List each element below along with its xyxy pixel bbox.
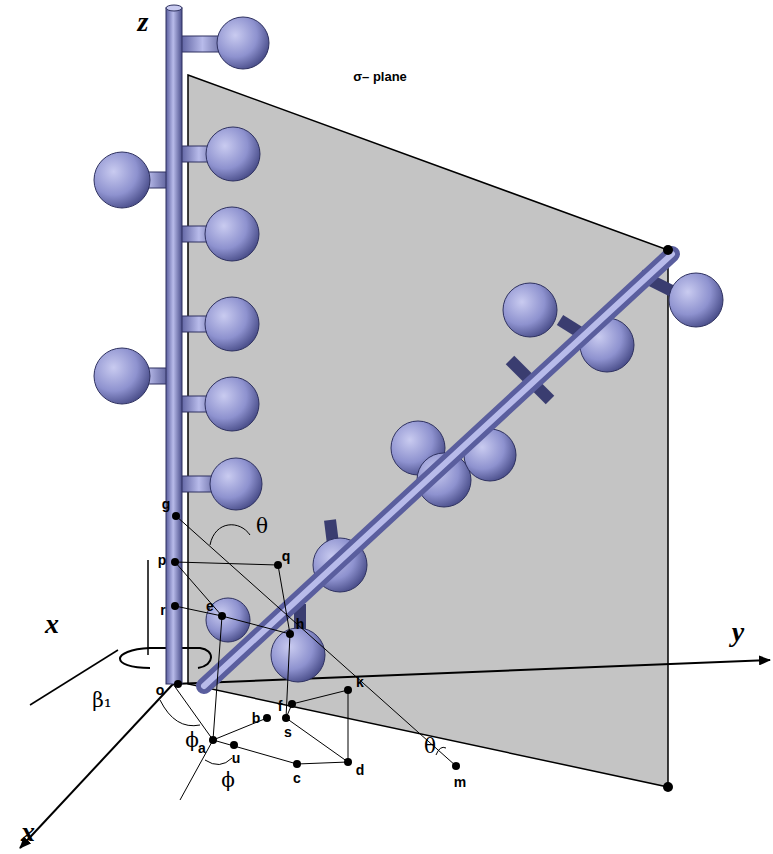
point-label: o bbox=[156, 683, 165, 697]
angle-label: θ bbox=[424, 736, 436, 756]
axis-label: x bbox=[21, 818, 35, 846]
point-label: q bbox=[282, 549, 291, 563]
angle-label: ϕ bbox=[221, 770, 235, 790]
construction-lines bbox=[160, 516, 456, 800]
x-axis bbox=[20, 684, 173, 848]
point-label: h bbox=[296, 617, 305, 631]
point-label: s bbox=[284, 725, 292, 739]
point-label: f bbox=[278, 699, 283, 713]
point-label: k bbox=[356, 675, 364, 689]
axis-label: x bbox=[45, 610, 59, 638]
angle-label: ϕ bbox=[185, 730, 199, 750]
point-label: d bbox=[356, 763, 365, 777]
y-axis bbox=[173, 660, 770, 684]
z-molecule bbox=[94, 5, 269, 684]
points bbox=[171, 245, 673, 792]
point-label: a bbox=[198, 741, 206, 755]
point-label: p bbox=[158, 553, 167, 567]
plane-label: σ– plane bbox=[353, 70, 407, 83]
axis-label: y bbox=[732, 618, 744, 646]
point-label: m bbox=[454, 775, 466, 789]
bracket bbox=[147, 560, 149, 655]
point-label: c bbox=[293, 771, 301, 785]
point-label: b bbox=[252, 711, 261, 725]
point-label: g bbox=[162, 497, 171, 511]
point-label: u bbox=[232, 751, 241, 765]
angle-label: θ bbox=[256, 516, 268, 536]
angle-label: β₁ bbox=[92, 690, 112, 710]
diagonal-molecule bbox=[0, 0, 723, 686]
point-label: e bbox=[206, 599, 214, 613]
point-label: r bbox=[160, 603, 165, 617]
axis-label: z bbox=[138, 8, 149, 36]
